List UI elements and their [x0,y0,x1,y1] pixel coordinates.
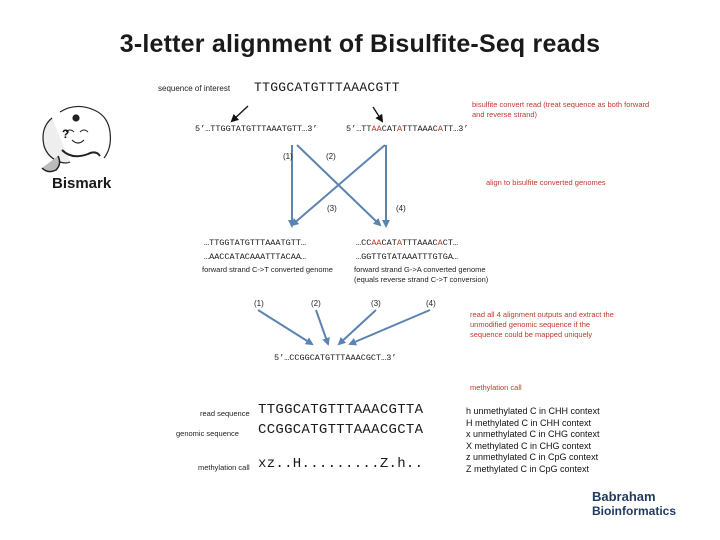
arrow-output-4 [350,310,430,344]
arrow-to-reverse-read [373,107,382,121]
arrow-output-2 [316,310,328,344]
arrow-3-to-ct-genome [292,145,385,225]
ct-genome-caption: forward strand C->T converted genome [202,265,333,275]
row-label-genomic: genomic sequence [176,429,239,439]
output-label-2: (2) [311,299,321,308]
logo-line-2: Bioinformatics [592,504,676,518]
key-item: x unmethylated C in CHG context [466,429,600,441]
row-seq-methylation: xz..H.........Z.h.. [258,456,423,472]
branch-label-2: (2) [326,152,336,161]
ct-genome-line-2: …AACCATACAAATTTACAA… [204,252,306,262]
row-seq-genomic: CCGGCATGTTTAAACGCTA [258,422,423,438]
align-note: align to bisulfite converted genomes [486,178,606,188]
branch-label-3: (3) [327,204,337,213]
read-reverse-converted: 5’…TTAACATATTTAAACATT…3’ [346,124,468,134]
methylation-key: h unmethylated C in CHH context H methyl… [466,406,600,476]
read-forward-converted: 5’…TTGGTATGTTTAAATGTT…3’ [195,124,317,134]
babraham-logo: Babraham Bioinformatics [592,490,676,518]
key-item: H methylated C in CHH context [466,418,600,430]
extract-note: read all 4 alignment outputs and extract… [470,310,620,340]
key-item: h unmethylated C in CHH context [466,406,600,418]
arrow-output-3 [339,310,376,344]
ga-genome-line-2: …GGTTGTATAAATTTGTGA… [356,252,458,262]
output-label-3: (3) [371,299,381,308]
arrow-to-forward-read [232,106,248,121]
bismark-portrait-icon [42,106,110,171]
ga-genome-line-1: …CCAACATATTTAAACACT… [356,238,458,248]
output-label-1: (1) [254,299,264,308]
arrow-output-1 [258,310,312,344]
row-label-read: read sequence [200,409,250,419]
output-label-4: (4) [426,299,436,308]
ga-genome-caption: forward strand G->A converted genome [354,265,486,275]
key-item: Z methylated C in CpG context [466,464,600,476]
row-label-methylation: methylation call [198,463,250,473]
branch-label-4: (4) [396,204,406,213]
bismark-label: Bismark [52,175,111,192]
ct-genome-line-1: …TTGGTATGTTTAAATGTT… [204,238,306,248]
ga-genome-caption-2: (equals reverse strand C->T conversion) [354,275,488,285]
bismark-portrait-glyph: ? [62,127,69,141]
key-item: z unmethylated C in CpG context [466,452,600,464]
methylation-call-note: methylation call [470,383,522,393]
genomic-result: 5’…CCGGCATGTTTAAACGCT…3’ [274,353,396,363]
row-seq-read: TTGGCATGTTTAAACGTTA [258,402,423,418]
logo-line-1: Babraham [592,490,676,504]
key-item: X methylated C in CHG context [466,441,600,453]
branch-label-1: (1) [283,152,293,161]
